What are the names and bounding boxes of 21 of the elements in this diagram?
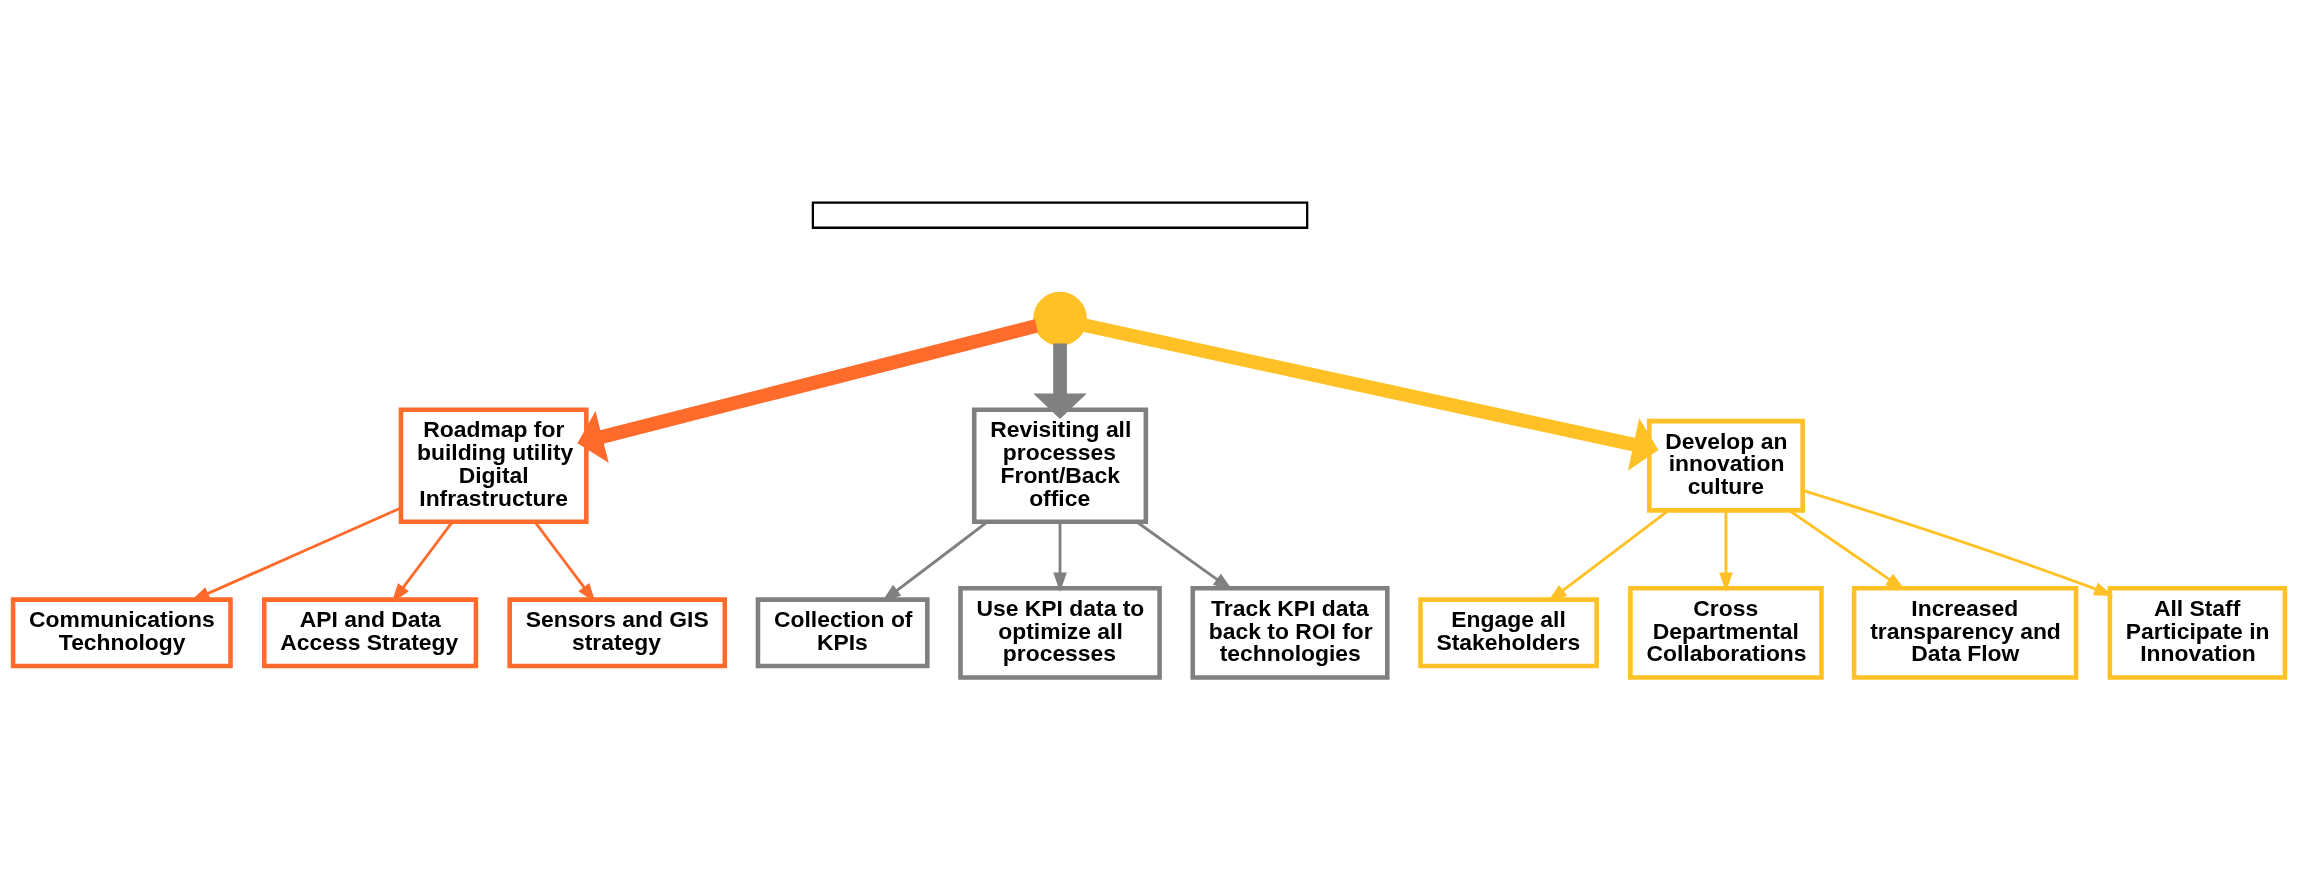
node-box: Roadmap for building utility Digital Infrastructure [398, 406, 589, 524]
node-box: Communications Technology [10, 596, 233, 668]
node-box: API and Data Access Strategy [261, 596, 479, 668]
node-box: Develop an innovation culture [1647, 418, 1805, 513]
node-box: Sensors and GIS strategy [507, 596, 728, 668]
node-box: Engage all Stakeholders [1418, 596, 1599, 668]
arrow [577, 318, 1039, 463]
arrow [1802, 488, 2114, 596]
arrow [1082, 317, 1659, 471]
node-box: Track KPI data back to ROI for technologies [1190, 585, 1390, 680]
node-box [811, 200, 1309, 229]
node-box: Cross Departmental Collaborations [1628, 585, 1824, 680]
node-box: All Staff Participate in Innovation [2107, 585, 2288, 680]
node-box: Use KPI data to optimize all processes [958, 585, 1162, 680]
arrow [1719, 510, 1733, 592]
arrow [1053, 521, 1067, 592]
node-box: Increased transparency and Data Flow [1851, 585, 2079, 680]
arrow [1033, 342, 1087, 419]
node-box: Collection of KPIs [755, 596, 930, 668]
node-box: Revisiting all processes Front/Back office [971, 406, 1149, 524]
node-circle [1033, 291, 1087, 346]
